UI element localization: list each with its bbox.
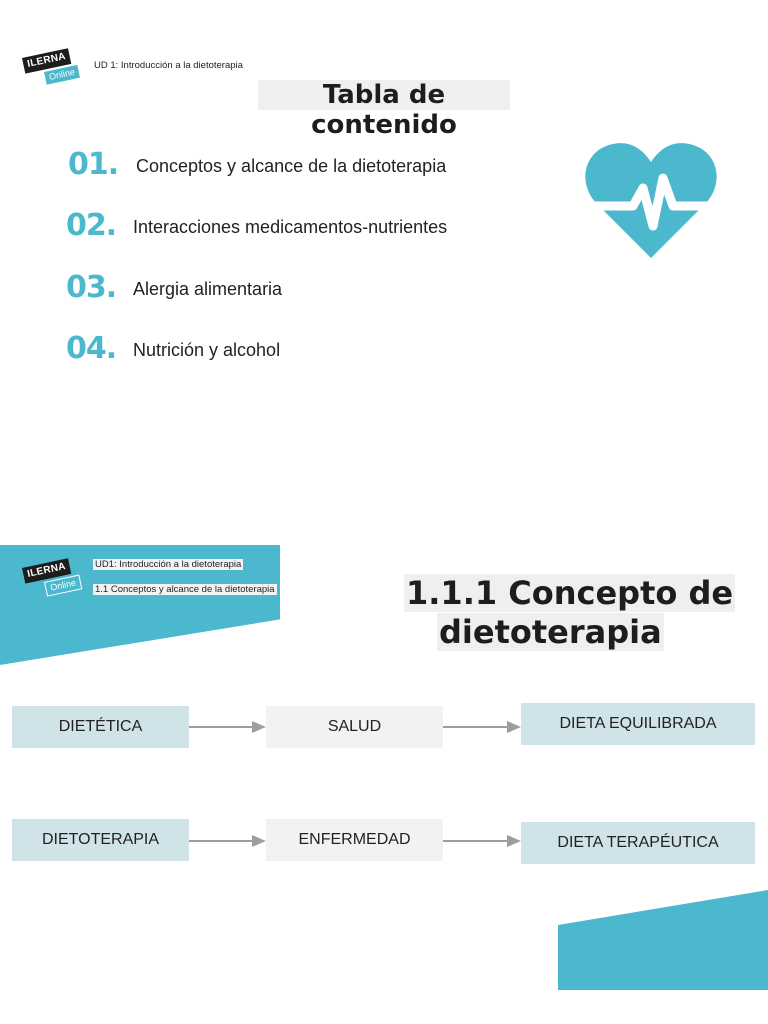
box-dieta-terapeutica: DIETA TERAPÉUTICA: [521, 822, 755, 864]
ilerna-logo: ILERNA Online: [22, 48, 82, 92]
unit-header-2: UD1: Introducción a la dietoterapia: [93, 559, 244, 570]
unit-header: UD 1: Introducción a la dietoterapia: [94, 60, 243, 71]
toc-number-4: 04.: [66, 331, 117, 366]
arrow-right-icon: [443, 721, 521, 733]
toc-item-4[interactable]: Nutrición y alcohol: [133, 340, 281, 360]
ilerna-logo-2: ILERNA Online: [22, 558, 83, 602]
toc-item-1[interactable]: Conceptos y alcance de la dietoterapia: [136, 156, 447, 176]
corner-decoration: [558, 890, 768, 990]
toc-number-1: 01.: [68, 147, 119, 182]
box-salud: SALUD: [266, 706, 443, 748]
heart-pulse-icon: [583, 143, 719, 258]
section-title-line1: 1.1.1 Concepto de: [404, 574, 736, 612]
arrow-right-icon: [189, 721, 266, 733]
box-dietetica: DIETÉTICA: [12, 706, 189, 748]
toc-number-2: 02.: [66, 208, 117, 243]
box-enfermedad: ENFERMEDAD: [266, 819, 443, 861]
box-dietoterapia: DIETOTERAPIA: [12, 819, 189, 861]
toc-number-3: 03.: [66, 270, 117, 305]
section-header-2: 1.1 Conceptos y alcance de la dietoterap…: [93, 584, 277, 595]
toc-item-2[interactable]: Interacciones medicamentos-nutrientes: [133, 217, 448, 237]
toc-item-3[interactable]: Alergia alimentaria: [133, 279, 283, 299]
arrow-right-icon: [443, 835, 521, 847]
box-dieta-equilibrada: DIETA EQUILIBRADA: [521, 703, 755, 745]
toc-title: Tabla de contenido: [258, 80, 510, 140]
section-title-line2: dietoterapia: [437, 613, 664, 651]
arrow-right-icon: [189, 835, 266, 847]
